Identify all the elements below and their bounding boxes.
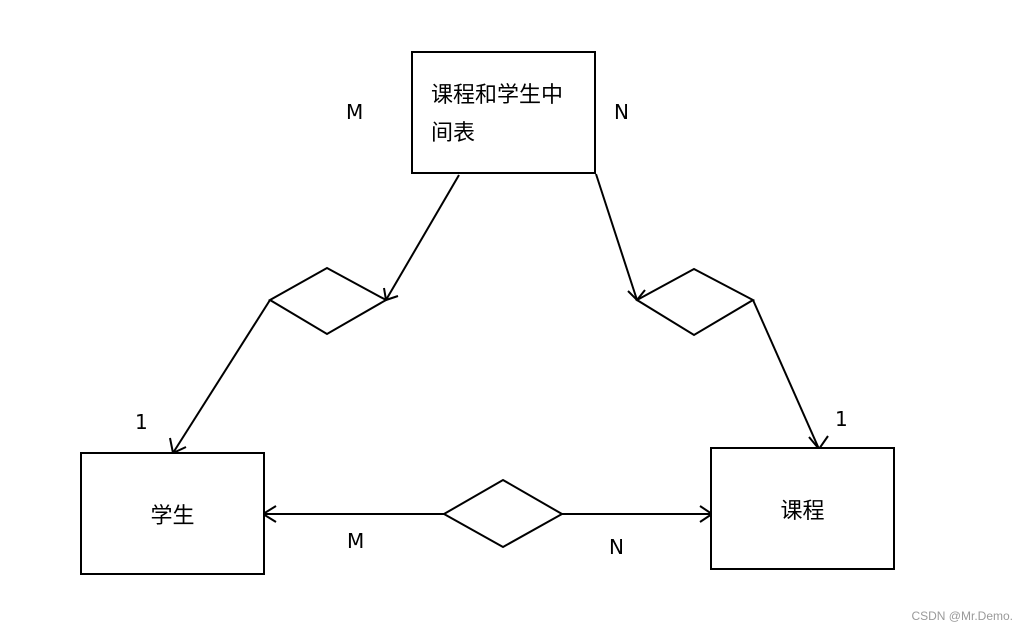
relationship-diamond-right (635, 267, 756, 337)
cardinality-n-student-course: N (609, 535, 624, 559)
connector-middle-to-right-diamond (595, 173, 638, 301)
entity-student-label: 学生 (150, 503, 195, 529)
cardinality-n-middle-course: N (614, 100, 629, 124)
relationship-diamond-bottom (441, 478, 565, 549)
entity-middle-table-label: 课程和学生中间表 (431, 83, 564, 146)
watermark: CSDN @Mr.Demo. (911, 609, 1013, 623)
connector-right-diamond-to-course (752, 299, 820, 450)
connector-left-diamond-to-student (172, 299, 271, 454)
cardinality-m-middle-student: M (346, 100, 364, 124)
connector-middle-to-left-diamond (385, 174, 460, 301)
entity-middle-table: 课程和学生中间表 (411, 51, 596, 174)
entity-course-label: 课程 (780, 498, 825, 524)
entity-student: 学生 (80, 452, 265, 575)
cardinality-1-course: 1 (835, 407, 848, 431)
relationship-diamond-left (268, 266, 389, 336)
cardinality-m-student-course: M (347, 529, 365, 553)
entity-course: 课程 (710, 447, 895, 570)
cardinality-1-student: 1 (135, 410, 148, 434)
